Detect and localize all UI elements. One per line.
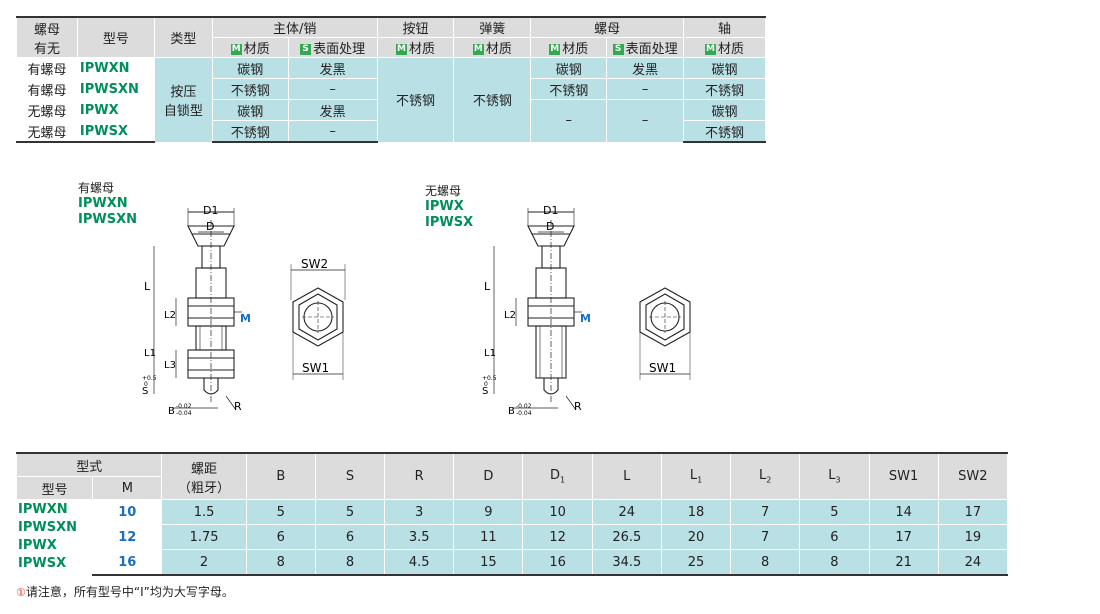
dim-sw1: SW1 — [302, 361, 329, 375]
hex-view-right: SW1 — [639, 287, 691, 380]
svg-text:-0.04: -0.04 — [176, 410, 192, 417]
dim-sw2: SW2 — [301, 257, 328, 271]
dim-l: L — [144, 280, 151, 293]
header-knob: 按钮 — [376, 16, 455, 38]
dim-l1: L1 — [144, 348, 156, 359]
header-type: 类型 — [153, 16, 213, 58]
svg-text:B: B — [508, 406, 515, 417]
material-tag-icon: M — [395, 44, 407, 55]
dim-r: R — [234, 400, 242, 413]
footnote: ①请注意，所有型号中“I”均为大写字母。 — [16, 585, 234, 599]
svg-text:L2: L2 — [504, 310, 516, 321]
plunger-with-nut-drawing: D1 D L L2 L1 L3 S +0.5 0 B -0.02 -0.04 R… — [142, 204, 251, 417]
info-icon: ① — [16, 586, 26, 599]
material-tag-icon: M — [705, 44, 716, 55]
dim-l2: L2 — [164, 310, 176, 321]
header-spring: 弹簧 — [453, 16, 532, 38]
svg-text:D1: D1 — [543, 204, 558, 217]
header-nut-presence: 螺母有无 — [16, 16, 78, 58]
header-pitch: 螺距（粗牙） — [161, 452, 247, 500]
table-row: 无螺母 IPWSX 不锈钢 – 不锈钢 — [16, 120, 766, 143]
material-tag-icon: M — [549, 44, 561, 55]
svg-text:L: L — [484, 280, 491, 293]
table-row: 有螺母 IPWXN 按压自锁型 碳钢 发黑 不锈钢 不锈钢 碳钢 发黑 碳钢 — [16, 57, 766, 143]
svg-text:D: D — [546, 220, 554, 233]
svg-text:0: 0 — [484, 381, 488, 388]
header-shaft: 轴 — [683, 16, 766, 38]
dim-m: M — [240, 312, 251, 325]
dim-d1: D1 — [203, 204, 218, 217]
hex-view-left: SW2 SW1 — [290, 257, 346, 380]
surface-tag-icon: S — [612, 44, 624, 55]
svg-text:M: M — [580, 312, 591, 325]
dim-s: S — [142, 386, 148, 397]
svg-text:SW1: SW1 — [649, 361, 676, 375]
material-tag-icon: M — [472, 44, 484, 55]
svg-text:S: S — [482, 386, 488, 397]
dim-d: D — [206, 220, 214, 233]
svg-text:R: R — [574, 400, 582, 413]
svg-text:L1: L1 — [484, 348, 496, 359]
svg-text:0: 0 — [144, 381, 148, 388]
header-m: M — [92, 476, 163, 500]
header-form: 型式 — [15, 452, 163, 477]
material-tag-icon: M — [230, 44, 242, 55]
dim-b: B — [168, 406, 175, 417]
svg-text:-0.02: -0.02 — [176, 403, 192, 410]
plunger-without-nut-drawing: D1 D L L2 L1 S +0.5 0 B -0.02 -0.04 R M — [482, 204, 591, 417]
header-model: 型号 — [76, 16, 155, 58]
table-row: 有螺母 IPWSXN 不锈钢 – 不锈钢 – 不锈钢 — [16, 78, 766, 100]
header-body-pin: 主体/销 — [211, 16, 378, 38]
dimension-table: 型式 螺距（粗牙） B S R D D1 L L1 L2 L3 SW1 SW2 … — [15, 452, 1009, 576]
svg-text:-0.04: -0.04 — [516, 410, 532, 417]
header-nut: 螺母 — [530, 16, 685, 38]
model-list: IPWXN IPWSXN IPWX IPWSX — [15, 499, 94, 576]
type-cell: 按压自锁型 — [153, 57, 213, 143]
header-model: 型号 — [15, 476, 94, 500]
svg-text:-0.02: -0.02 — [516, 403, 532, 410]
surface-tag-icon: S — [300, 44, 312, 55]
svg-text:+0.5: +0.5 — [142, 375, 157, 382]
dim-l3: L3 — [164, 360, 176, 371]
table-row: 无螺母 IPWX 碳钢 发黑 – – 碳钢 — [16, 99, 766, 143]
drawing-left-label: 有螺母 IPWXN IPWSXN — [78, 181, 137, 227]
drawing-right-label: 无螺母 IPWXN IPWX IPWSX — [425, 184, 474, 230]
svg-text:+0.5: +0.5 — [482, 375, 497, 382]
knob-cell: 不锈钢 — [376, 57, 455, 143]
spring-cell: 不锈钢 — [453, 57, 532, 143]
